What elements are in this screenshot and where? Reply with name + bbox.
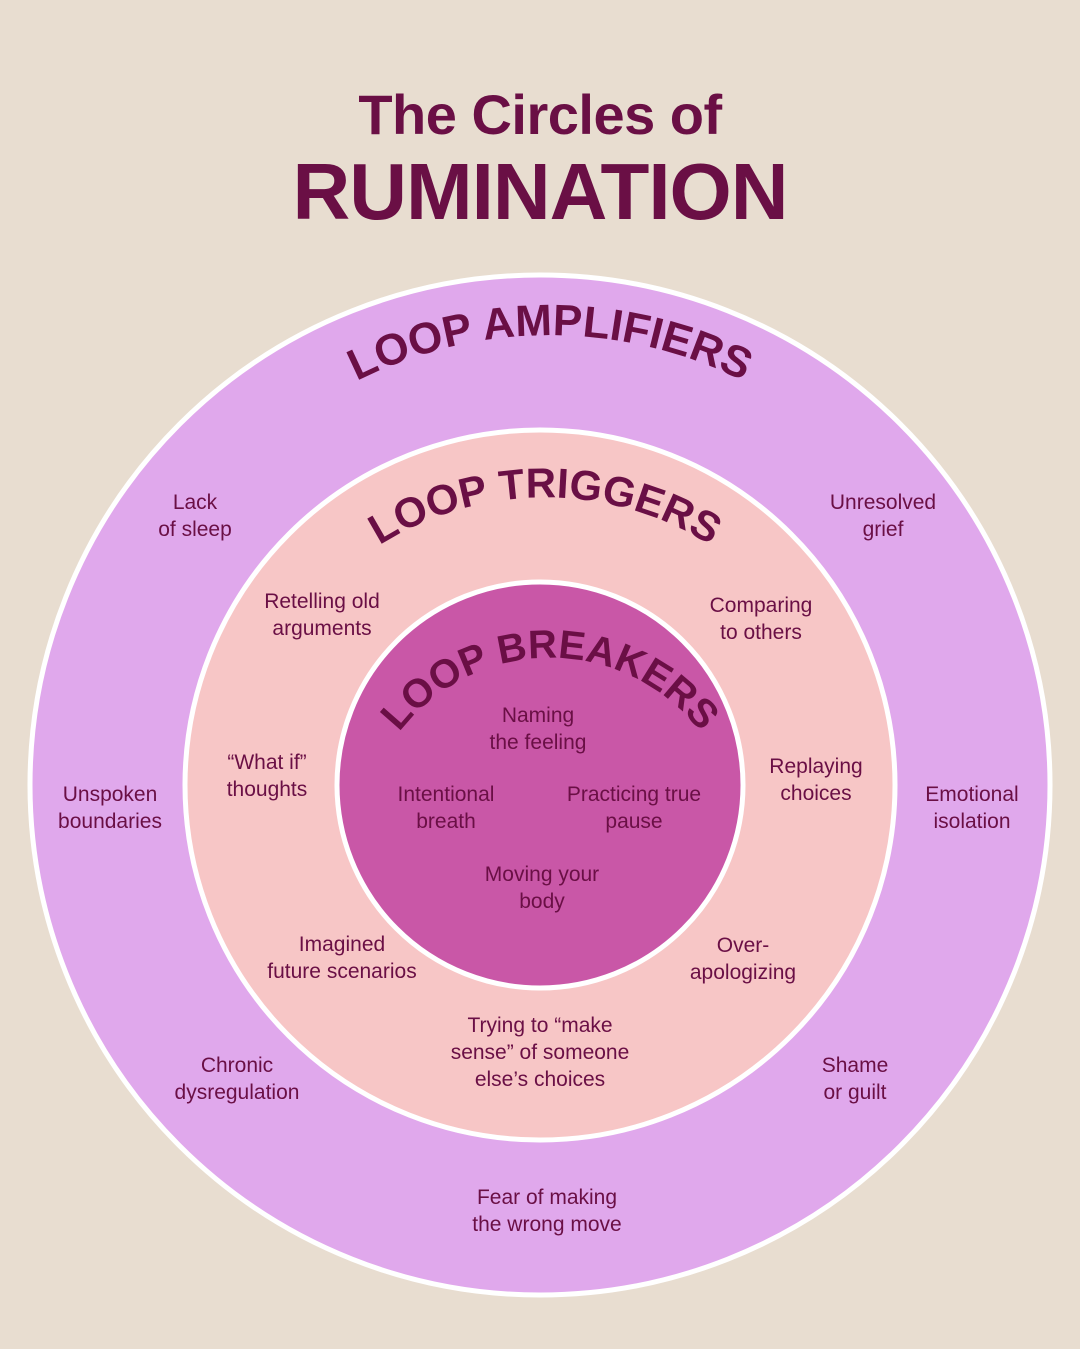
amplifiers-item-5-line-0: Shame (822, 1054, 889, 1077)
triggers-item-0-line-0: Retelling old (264, 590, 380, 613)
triggers-item-4: Imagined future scenarios (267, 933, 416, 983)
amplifiers-item-1-line-0: Unresolved (830, 491, 936, 514)
triggers-item-2-line-0: “What if” (227, 751, 306, 774)
triggers-item-6-line-2: else’s choices (475, 1068, 605, 1091)
amplifiers-item-5-line-1: or guilt (823, 1081, 886, 1104)
breakers-item-3-line-1: body (519, 890, 565, 913)
amplifiers-item-5: Shame or guilt (822, 1054, 889, 1104)
amplifiers-item-2: Unspoken boundaries (58, 783, 162, 833)
triggers-item-3-line-1: choices (780, 782, 851, 805)
triggers-item-4-line-1: future scenarios (267, 960, 416, 983)
triggers-item-0: Retelling old arguments (264, 590, 380, 640)
amplifiers-item-1-line-1: grief (863, 518, 904, 541)
amplifiers-item-2-line-0: Unspoken (63, 783, 158, 806)
breakers-item-0: Naming the feeling (490, 704, 587, 754)
triggers-item-3-line-0: Replaying (769, 755, 862, 778)
triggers-item-6-line-0: Trying to “make (467, 1014, 612, 1037)
amplifiers-item-6-line-1: the wrong move (472, 1213, 621, 1236)
breakers-item-2-line-0: Practicing true (567, 783, 701, 806)
triggers-item-3: Replaying choices (769, 755, 862, 805)
breakers-item-2-line-1: pause (605, 810, 662, 833)
triggers-item-5: Over-apologizing (690, 934, 796, 984)
triggers-item-1-line-1: to others (720, 621, 802, 644)
breakers-item-3-line-0: Moving your (485, 863, 599, 886)
amplifiers-item-3-line-0: Emotional (925, 783, 1018, 806)
amplifiers-item-3: Emotional isolation (925, 783, 1018, 833)
triggers-item-1: Comparing to others (710, 594, 813, 644)
triggers-item-6-line-1: sense” of someone (451, 1041, 630, 1064)
title-line-1: The Circles of (358, 83, 722, 146)
amplifiers-item-4: Chronic dysregulation (175, 1054, 300, 1104)
triggers-item-6: Trying to “make sense” of someone else’s c… (451, 1014, 630, 1091)
amplifiers-item-2-line-1: boundaries (58, 810, 162, 833)
triggers-item-5-line-1: apologizing (690, 961, 796, 984)
breakers-item-1-line-1: breath (416, 810, 476, 833)
triggers-item-1-line-0: Comparing (710, 594, 813, 617)
triggers-item-2-line-1: thoughts (227, 778, 308, 801)
breakers-item-3: Moving your body (485, 863, 599, 913)
amplifiers-item-4-line-1: dysregulation (175, 1081, 300, 1104)
breakers-item-2: Practicing true pause (567, 783, 701, 833)
triggers-item-4-line-0: Imagined (299, 933, 385, 956)
triggers-item-2: “What if” thoughts (227, 751, 308, 801)
amplifiers-item-0: Lack of sleep (158, 491, 232, 541)
amplifiers-item-1: Unresolved grief (830, 491, 936, 541)
amplifiers-item-0-line-0: Lack (173, 491, 218, 514)
breakers-core (334, 579, 746, 991)
triggers-item-0-line-1: arguments (272, 617, 371, 640)
amplifiers-item-4-line-0: Chronic (201, 1054, 273, 1077)
amplifiers-item-0-line-1: of sleep (158, 518, 232, 541)
breakers-item-1: Intentional breath (398, 783, 495, 833)
amplifiers-item-6-line-0: Fear of making (477, 1186, 617, 1209)
amplifiers-item-3-line-1: isolation (933, 810, 1010, 833)
title-line-2: RUMINATION (292, 147, 788, 236)
breakers-item-0-line-0: Naming (502, 704, 574, 727)
amplifiers-item-6: Fear of making the wrong move (472, 1186, 621, 1236)
breakers-item-0-line-1: the feeling (490, 731, 587, 754)
breakers-item-1-line-0: Intentional (398, 783, 495, 806)
triggers-item-5-line-0: Over- (717, 934, 770, 957)
